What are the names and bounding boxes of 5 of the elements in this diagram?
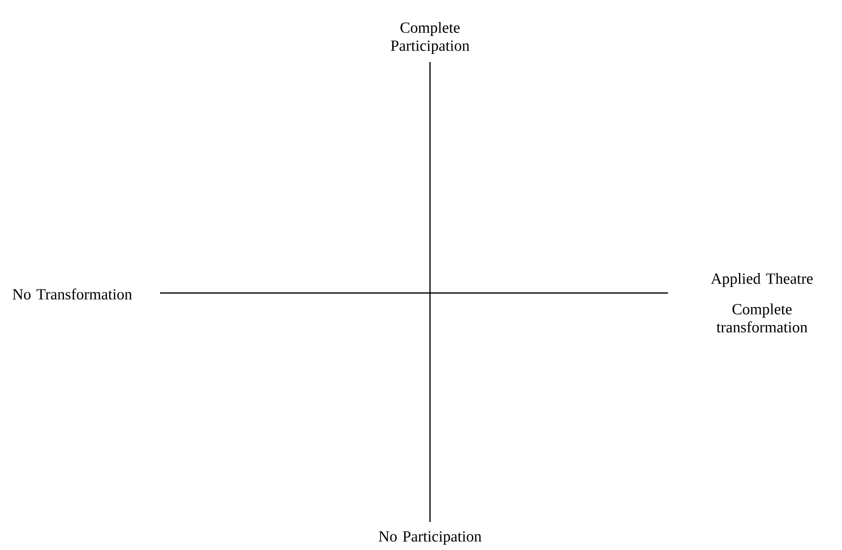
- axis-label: Complete Participation: [390, 22, 470, 54]
- axis-label: Complete transformation: [716, 304, 808, 332]
- axis-label: No Transformation: [12, 288, 132, 300]
- axis-label: No Participation: [378, 531, 482, 545]
- axis-label: Applied Theatre: [710, 272, 813, 288]
